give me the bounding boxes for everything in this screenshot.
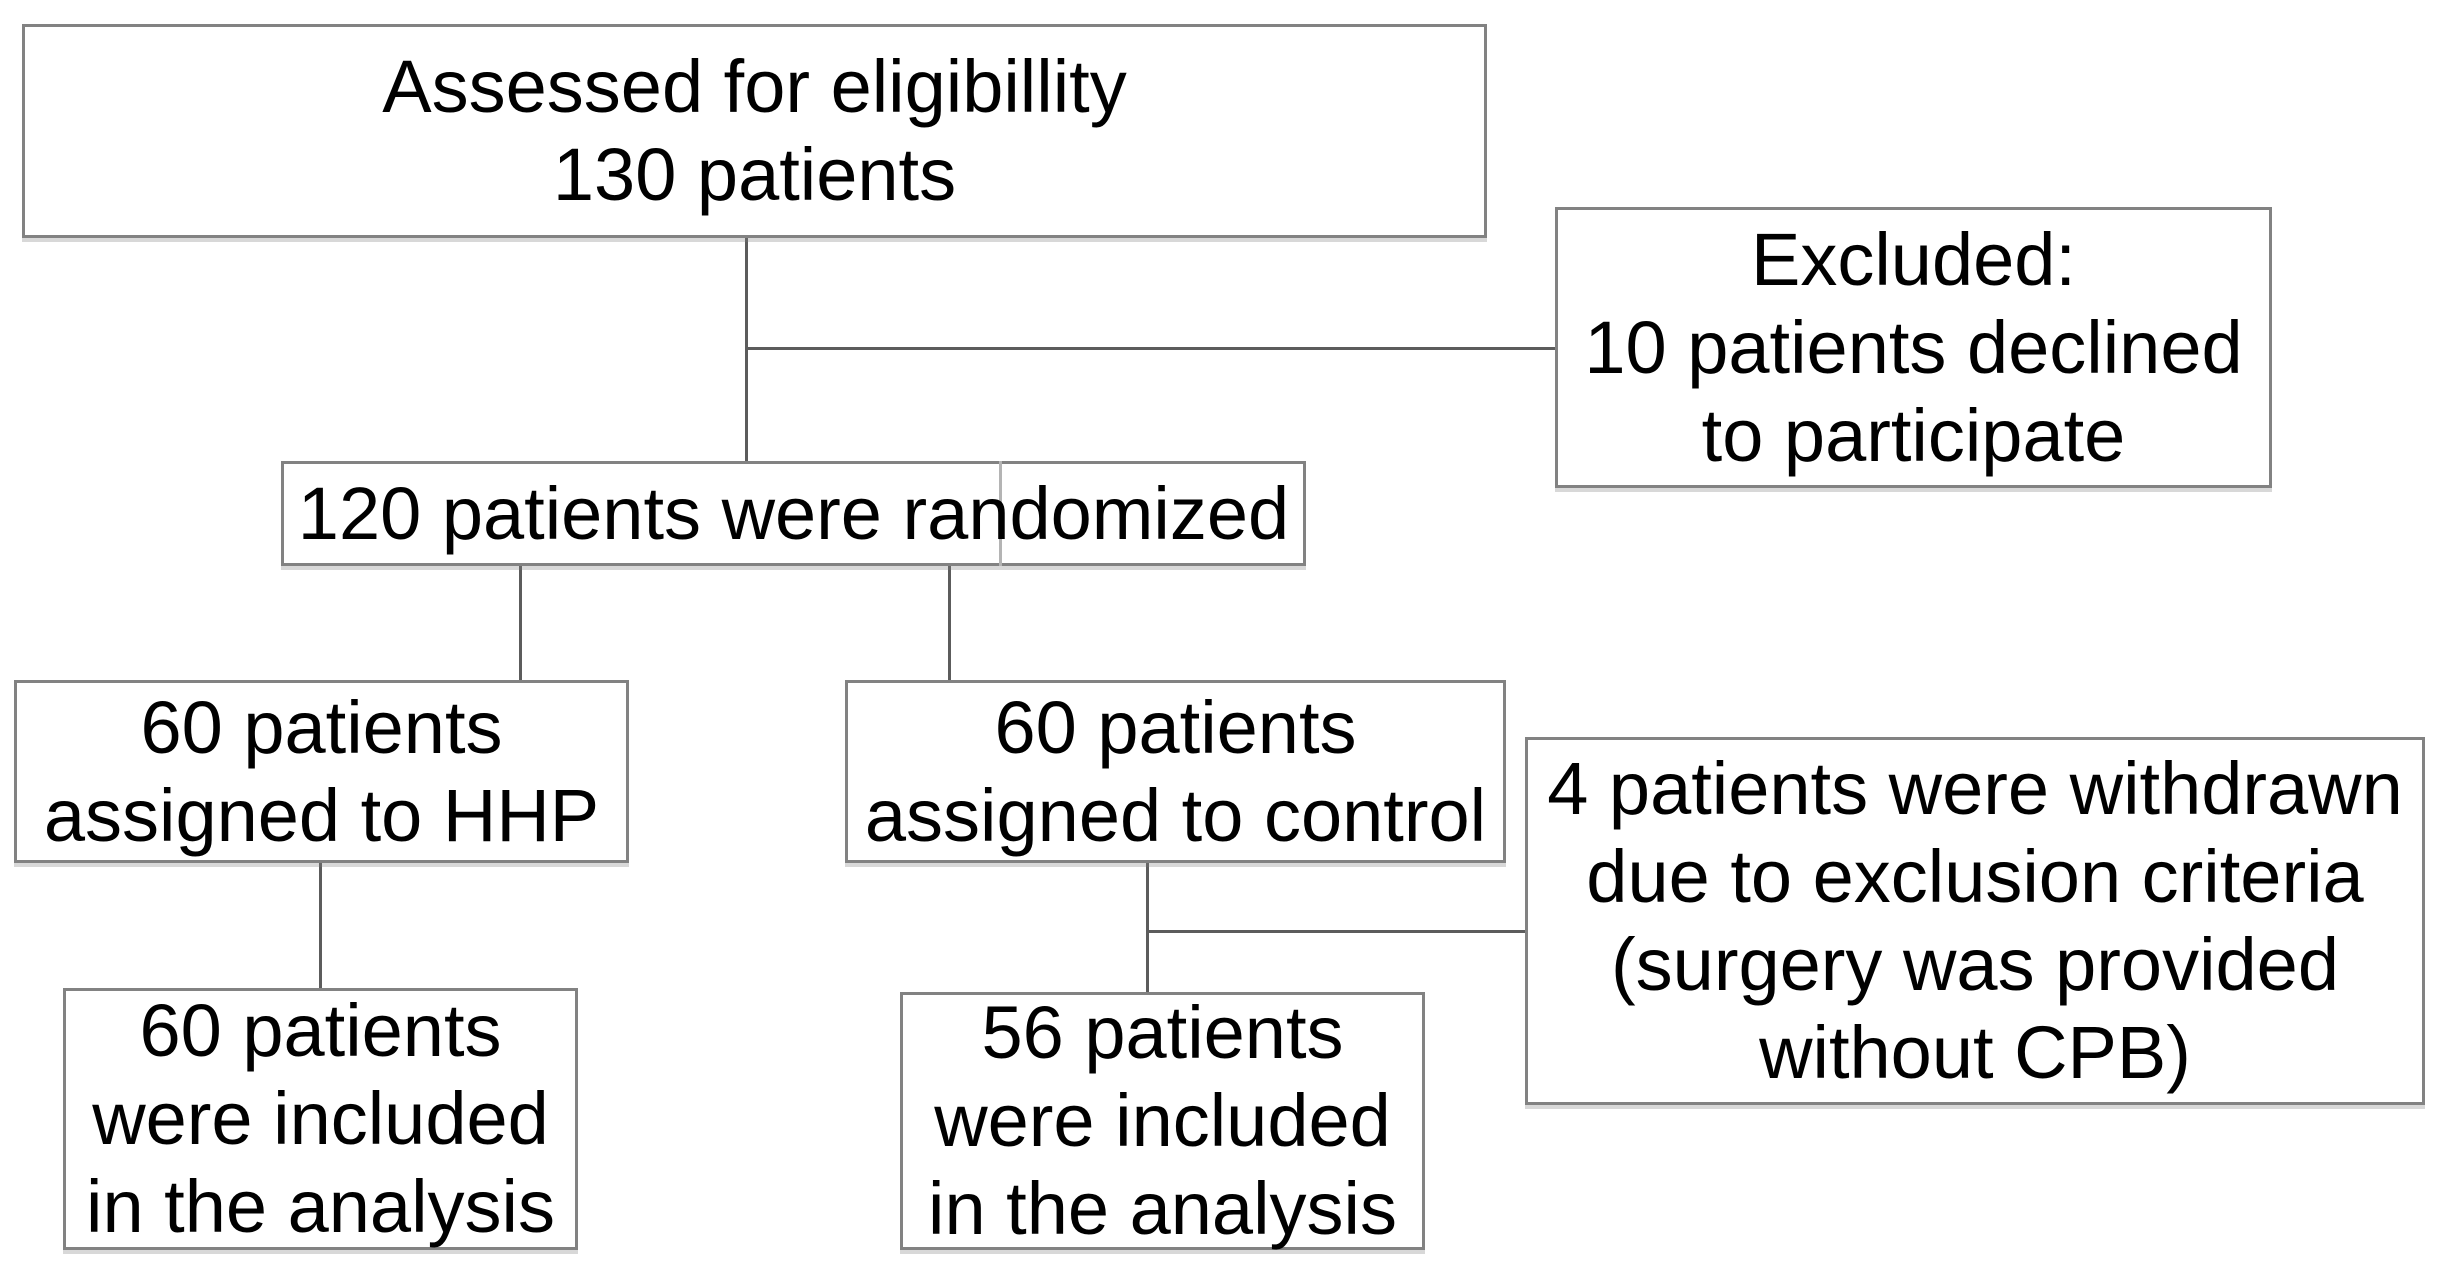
excluded-line-3: to participate xyxy=(1701,393,2126,477)
hhp-line-1: 60 patients xyxy=(140,685,503,769)
excluded-line-1: Excluded: xyxy=(1751,217,2076,301)
connector-branch-to-withdrawn xyxy=(1146,930,1528,933)
randomized-line-1: 120 patients were randomized xyxy=(297,471,1290,555)
connector-branch-to-excluded xyxy=(745,347,1557,350)
hhp-included-line-2: were included xyxy=(92,1077,549,1160)
assessed-line-1: Assessed for eligibillity xyxy=(382,45,1127,128)
withdrawn-line-3: (surgery was provided xyxy=(1611,923,2339,1006)
withdrawn-line-4: without CPB) xyxy=(1759,1011,2191,1094)
control-included-line-3: in the analysis xyxy=(928,1167,1397,1250)
assigned-to-control-box: 60 patients assigned to control xyxy=(845,680,1506,863)
hhp-included-line-1: 60 patients xyxy=(139,989,502,1072)
control-included-line-1: 56 patients xyxy=(981,991,1344,1074)
assessed-line-2: 130 patients xyxy=(552,133,957,216)
withdrawn-line-1: 4 patients were withdrawn xyxy=(1547,747,2403,830)
control-line-1: 60 patients xyxy=(994,685,1357,769)
control-included-in-analysis-box: 56 patients were included in the analysi… xyxy=(900,991,1425,1250)
withdrawn-line-2: due to exclusion criteria xyxy=(1586,835,2364,918)
control-included-line-2: were included xyxy=(934,1079,1391,1162)
connector-control-to-analysis xyxy=(1146,861,1149,994)
randomized-box: 120 patients were randomized xyxy=(281,461,1306,566)
stray-vertical-line xyxy=(999,461,1002,566)
excluded-box: Excluded: 10 patients declined to partic… xyxy=(1555,207,2272,488)
connector-randomized-to-control xyxy=(948,564,951,682)
connector-randomized-to-hhp xyxy=(519,564,522,682)
hhp-included-in-analysis-box: 60 patients were included in the analysi… xyxy=(63,988,578,1250)
assessed-for-eligibility-box: Assessed for eligibillity 130 patients xyxy=(22,24,1487,238)
assigned-to-hhp-box: 60 patients assigned to HHP xyxy=(14,680,629,863)
hhp-included-line-3: in the analysis xyxy=(86,1165,555,1248)
control-line-2: assigned to control xyxy=(864,773,1487,857)
withdrawn-box: 4 patients were withdrawn due to exclusi… xyxy=(1525,737,2425,1105)
excluded-line-2: 10 patients declined xyxy=(1584,305,2243,389)
connector-hhp-to-analysis xyxy=(319,861,322,990)
hhp-line-2: assigned to HHP xyxy=(43,773,600,857)
